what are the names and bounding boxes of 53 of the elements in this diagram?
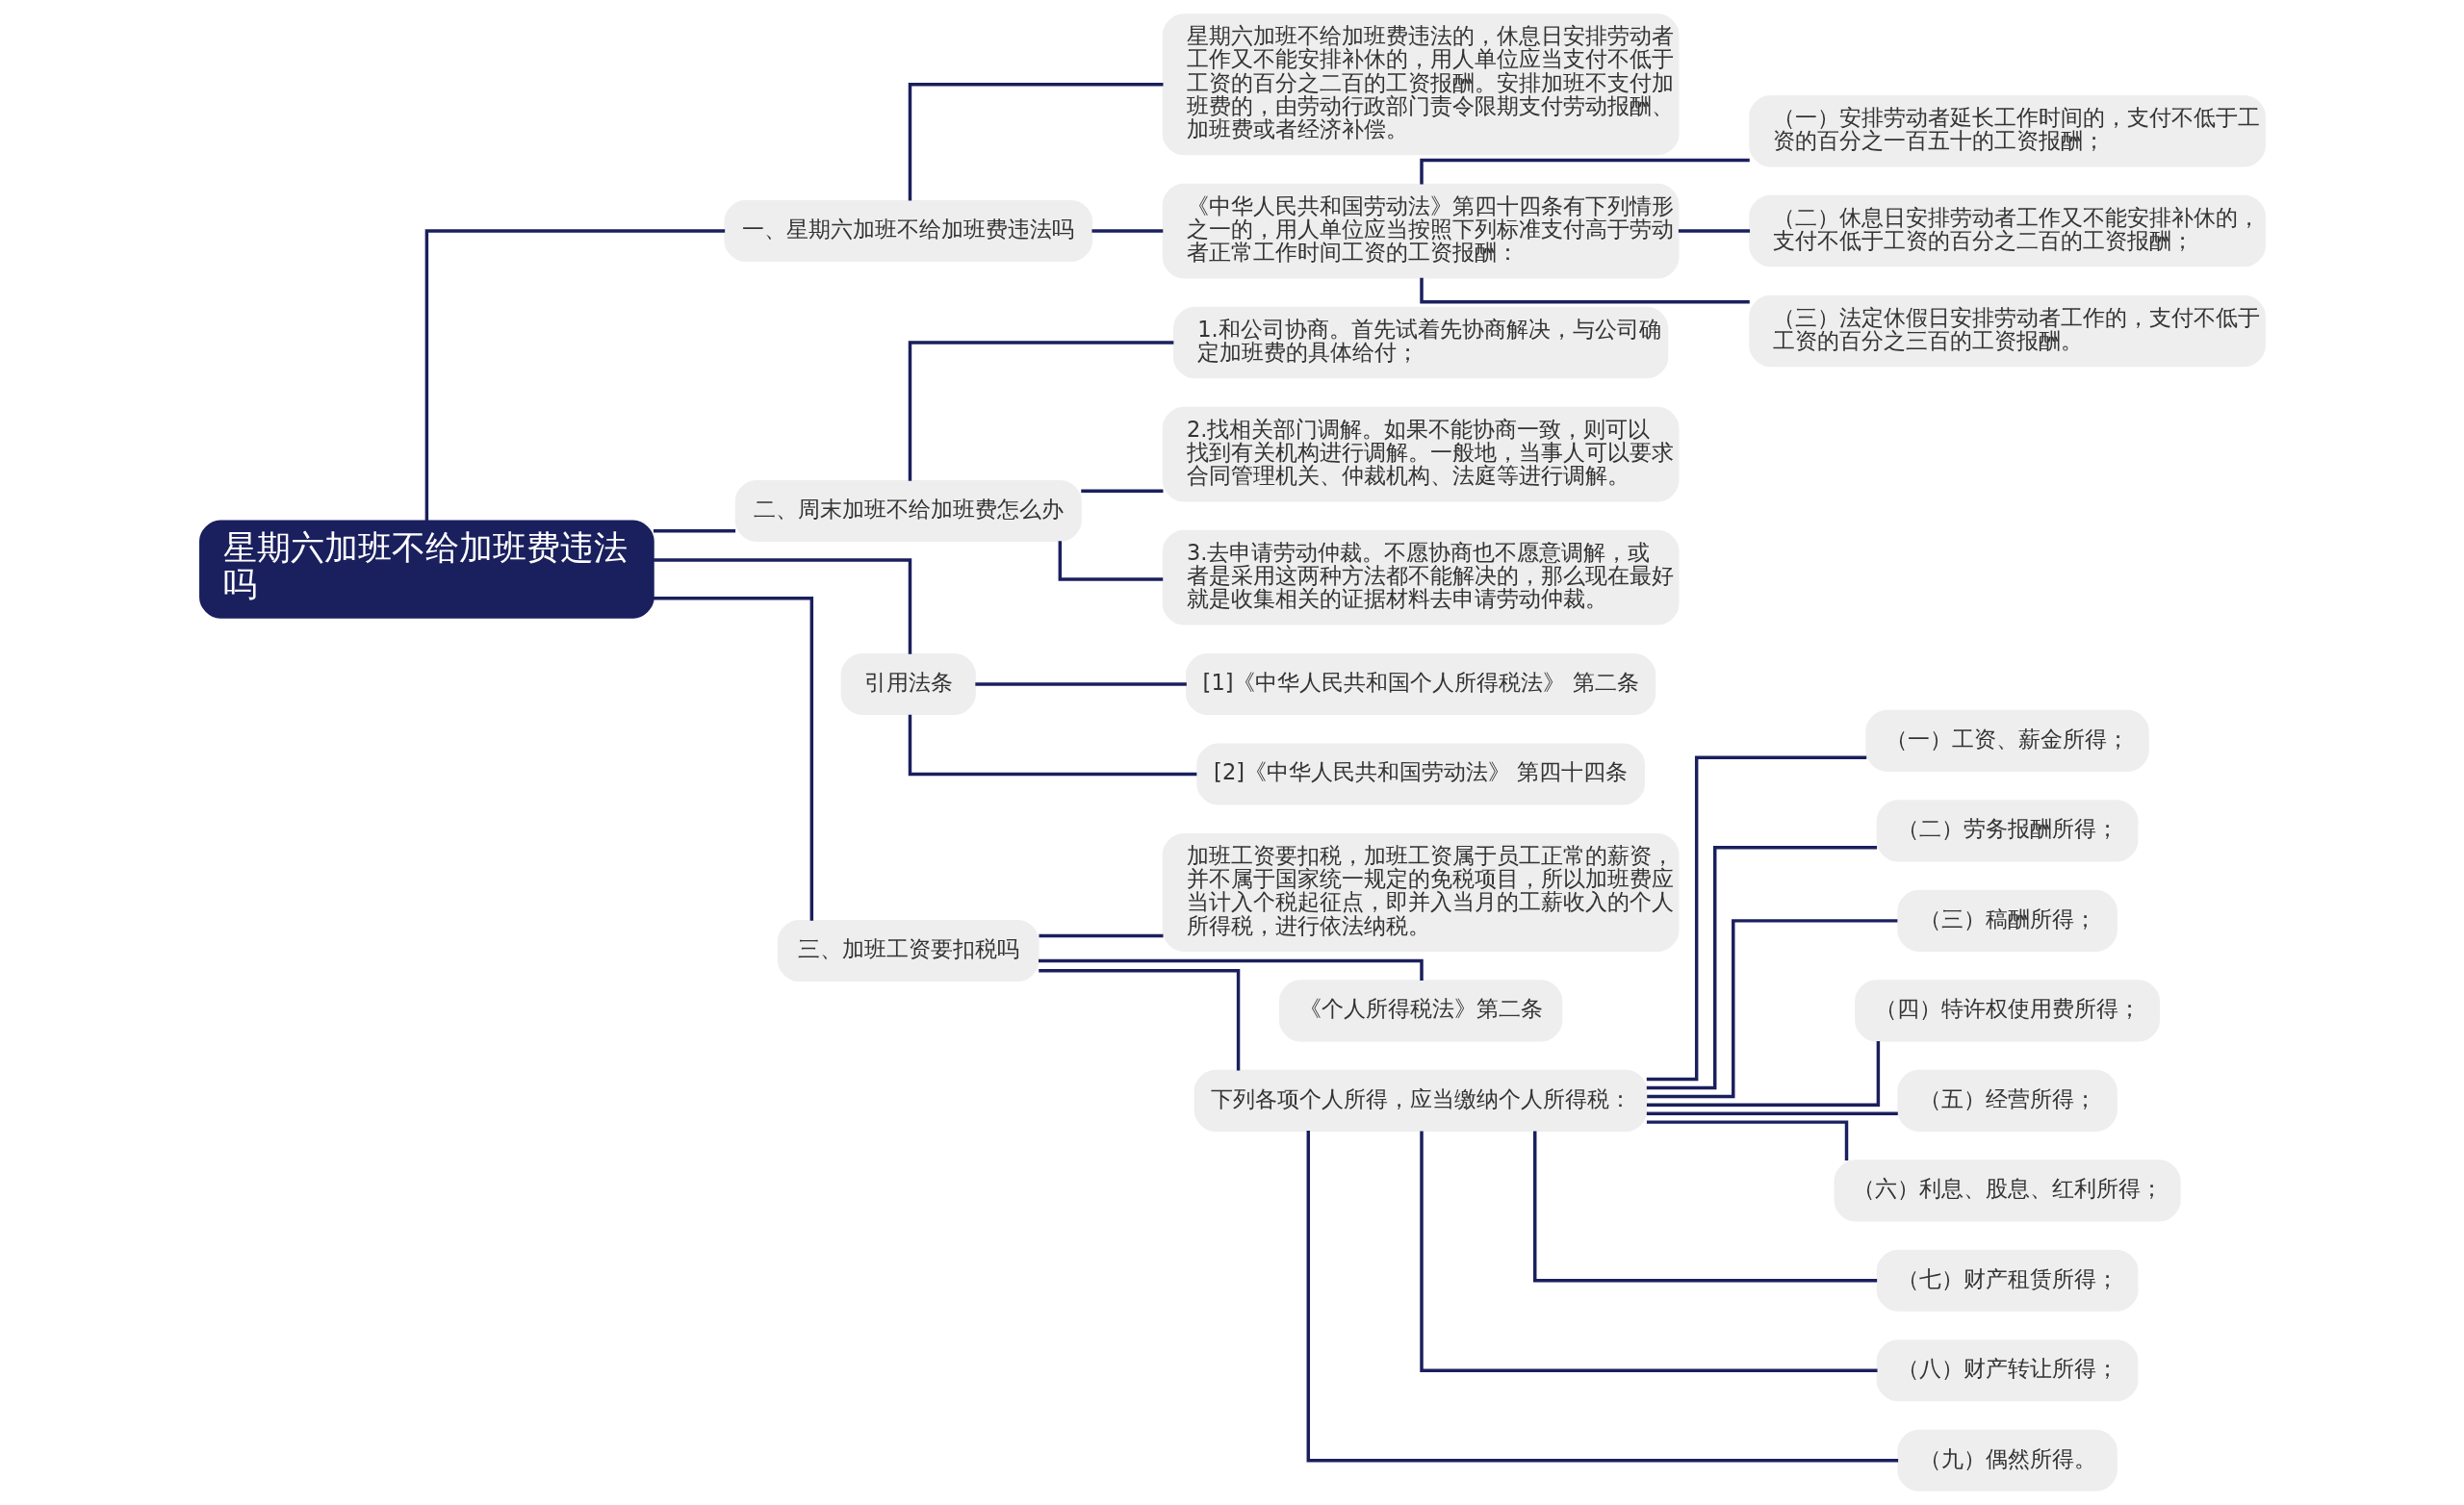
node-box: 下列各项个人所得，应当缴纳个人所得税：	[1194, 1069, 1648, 1132]
connector	[1038, 933, 1164, 938]
node-box: 3.去申请劳动仲裁。不愿协商也不愿意调解，或者是采用这两种方法都不能解决的，那么现在最好就是收集相关的证据材料去申请劳动仲裁。	[1162, 529, 1679, 625]
connector	[653, 529, 735, 533]
connector	[908, 83, 1163, 201]
connector	[1532, 1131, 1877, 1283]
node-box: （二）劳务报酬所得；	[1876, 800, 2138, 862]
node-box: （一）安排劳动者延长工作时间的，支付不低于工资的百分之一百五十的工资报酬；	[1748, 95, 2266, 167]
connector	[653, 558, 911, 654]
connector	[1058, 541, 1163, 581]
connector	[1080, 489, 1163, 493]
connector	[1091, 229, 1163, 233]
node-box: 《中华人民共和国劳动法》第四十四条有下列情形之一的，用人单位应当按照下列标准支付高于劳动者正常工作时间工资的工资报酬：	[1162, 183, 1679, 279]
node-box: 引用法条	[840, 653, 976, 716]
node-box: [2]《中华人民共和国劳动法》 第四十四条	[1195, 743, 1645, 805]
connector	[1306, 1131, 1898, 1463]
node-box: 加班工资要扣税，加班工资属于员工正常的薪资，并不属于国家统一规定的免税项目，所以加班费应当计入个税起征点，即并入当月的工薪收入的个人所得税，进行依法纳税。	[1162, 832, 1679, 952]
connector	[1419, 1131, 1877, 1373]
connector	[908, 341, 1173, 481]
connector	[1038, 958, 1424, 981]
node-box: （二）休息日安排劳动者工作又不能安排补休的，支付不低于工资的百分之二百的工资报酬；	[1748, 194, 2266, 268]
node-box: [1]《中华人民共和国个人所得税法》 第二条	[1185, 653, 1656, 716]
node-box: （四）特许权使用费所得；	[1854, 980, 2160, 1042]
connector	[1646, 1111, 1898, 1115]
node-box: （五）经营所得；	[1896, 1069, 2118, 1132]
connector	[1646, 919, 1897, 1099]
node-box: 星期六加班不给加班费违法吗	[198, 520, 654, 619]
node-box: （三）稿酬所得；	[1896, 889, 2118, 952]
connector	[908, 714, 1196, 777]
node-box: （三）法定休假日安排劳动者工作的，支付不低于工资的百分之三百的工资报酬。	[1748, 294, 2266, 368]
connector	[1038, 969, 1240, 1071]
node-box: 《个人所得税法》第二条	[1278, 980, 1562, 1042]
connector	[1646, 755, 1866, 1082]
connector	[653, 597, 813, 921]
node-box: 星期六加班不给加班费违法的，休息日安排劳动者工作又不能安排补休的，用人单位应当支付不低于工资的百分之二百的工资报酬。安排加班不支付加班费的，由劳动行政部门责令限期支付劳动报酬、加班费或者经济补偿。	[1162, 13, 1679, 156]
node-box: 2.找相关部门调解。如果不能协商一致，则可以找到有关机构进行调解。一般地，当事人可以要求合同管理机关、仲裁机构、法庭等进行调解。	[1162, 406, 1679, 502]
node-box: 1.和公司协商。首先试着先协商解决，与公司确定加班费的具体给付；	[1172, 306, 1668, 379]
node-box: （九）偶然所得。	[1896, 1429, 2118, 1492]
node-box: （六）利息、股息、红利所得；	[1834, 1160, 2181, 1222]
connector	[1419, 158, 1750, 185]
connector	[974, 682, 1187, 686]
node-box: 一、星期六加班不给加班费违法吗	[723, 200, 1092, 263]
node-box: 二、周末加班不给加班费怎么办	[734, 479, 1082, 542]
node-box: （七）财产租赁所得；	[1876, 1249, 2138, 1312]
node-box: （一）工资、薪金所得；	[1864, 709, 2149, 772]
connector	[1646, 845, 1877, 1090]
node-box: （八）财产转让所得；	[1876, 1339, 2138, 1402]
node-box: 三、加班工资要扣税吗	[777, 920, 1040, 982]
connector	[1646, 1120, 1848, 1161]
connector	[1646, 1040, 1880, 1108]
connector	[424, 229, 725, 522]
connector	[1419, 277, 1750, 304]
connector	[1678, 229, 1750, 233]
